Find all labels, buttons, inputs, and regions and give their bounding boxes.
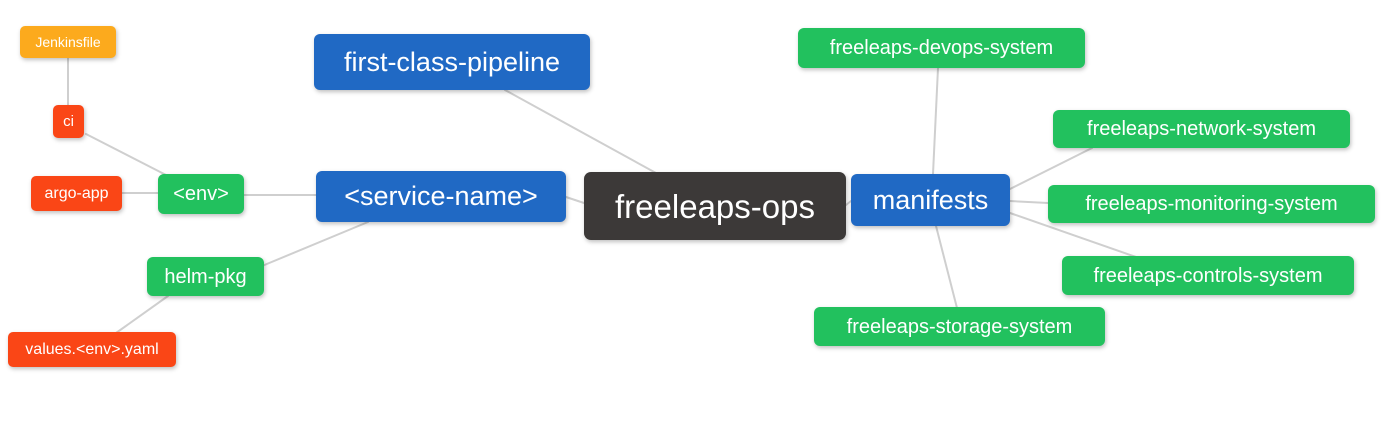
edge-ops-manifests xyxy=(845,200,852,206)
node-freeleaps-devops-system[interactable]: freeleaps-devops-system xyxy=(798,28,1085,68)
node-service-name[interactable]: <service-name> xyxy=(316,171,566,222)
node-env[interactable]: <env> xyxy=(158,174,244,214)
node-freeleaps-storage-system[interactable]: freeleaps-storage-system xyxy=(814,307,1105,346)
edge-manifests-network xyxy=(1009,147,1093,190)
edge-service-name-helm-pkg xyxy=(261,221,369,267)
node-ci[interactable]: ci xyxy=(53,105,84,138)
edge-manifests-storage xyxy=(935,225,958,309)
node-first-class-pipeline[interactable]: first-class-pipeline xyxy=(314,34,590,90)
edge-manifests-monitoring xyxy=(1009,200,1049,204)
edge-manifests-devops xyxy=(932,67,939,175)
node-freeleaps-controls-system[interactable]: freeleaps-controls-system xyxy=(1062,256,1354,295)
edge-ci-env xyxy=(85,133,169,177)
node-freeleaps-network-system[interactable]: freeleaps-network-system xyxy=(1053,110,1350,148)
node-argo-app[interactable]: argo-app xyxy=(31,176,122,211)
node-helm-pkg[interactable]: helm-pkg xyxy=(147,257,264,296)
node-values-env-yaml[interactable]: values.<env>.yaml xyxy=(8,332,176,367)
node-manifests[interactable]: manifests xyxy=(851,174,1010,226)
node-freeleaps-ops-root[interactable]: freeleaps-ops xyxy=(584,172,846,240)
edge-manifests-controls xyxy=(1009,212,1137,258)
node-jenkinsfile[interactable]: Jenkinsfile xyxy=(20,26,116,58)
edge-helm-pkg-values xyxy=(115,295,169,334)
edge-first-class-pipeline-ops xyxy=(504,89,657,174)
node-freeleaps-monitoring-system[interactable]: freeleaps-monitoring-system xyxy=(1048,185,1375,223)
edge-service-name-ops xyxy=(565,196,585,204)
